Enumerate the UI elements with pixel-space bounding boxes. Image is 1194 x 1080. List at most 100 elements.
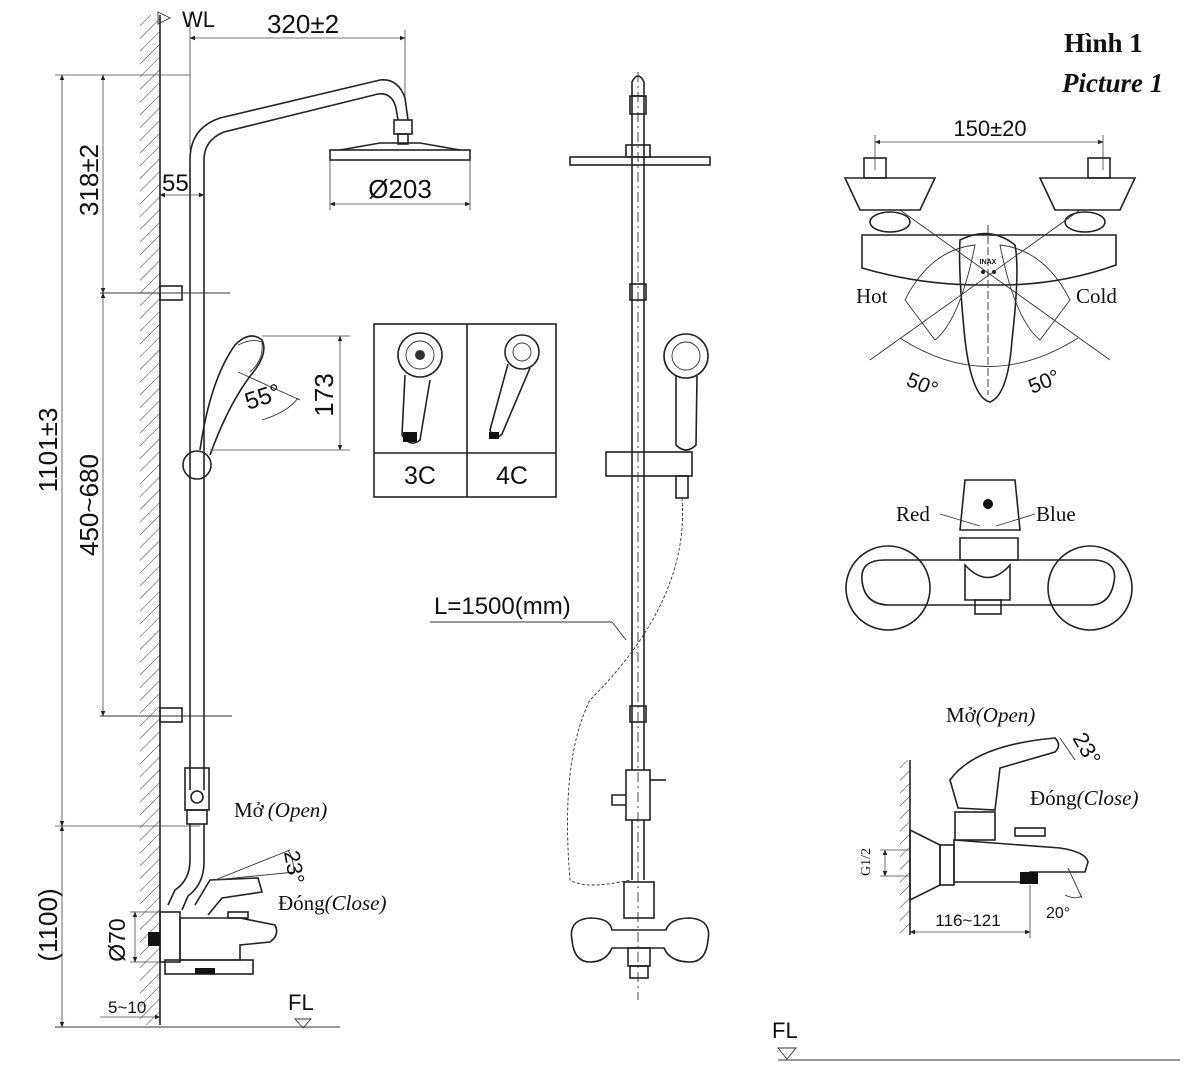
front-lower-bracket (629, 705, 647, 723)
upper-bracket (100, 285, 230, 301)
slide-holder (182, 450, 212, 480)
side-angle-line (1059, 737, 1076, 761)
figure-title: Hình 1 (1064, 28, 1143, 58)
projection: 116~121 (935, 911, 1000, 930)
side-escutcheon (909, 828, 941, 902)
lever-close-en: (Close) (325, 891, 387, 915)
wall-label: WL (182, 7, 215, 32)
side-open-en: (Open) (976, 703, 1035, 727)
option-4c-label: 4C (496, 462, 528, 490)
right-inlet-cap (1087, 157, 1111, 179)
side-close-label: Đóng(Close) (1030, 786, 1139, 810)
front-mixer-body (570, 917, 710, 963)
lower-pipe-outer (167, 824, 191, 906)
lever-close-line (214, 871, 296, 881)
lever-angle-arc (287, 849, 295, 873)
lever-open-label: Mở(Open) (234, 798, 327, 822)
top-section: 318±2 (74, 144, 104, 216)
wall-gap: 5~10 (108, 998, 146, 1017)
mixer-front-spout (964, 562, 1011, 601)
handshower-height: 173 (309, 373, 339, 416)
angle-line-right (899, 209, 1111, 361)
front-mixer-spout (627, 947, 651, 967)
inlet-spacing: 150±20 (953, 116, 1026, 141)
front-rain-head (569, 156, 711, 166)
side-aerator (1020, 872, 1038, 884)
option-3c-label: 3C (404, 462, 436, 490)
hose-length: L=1500(mm) (434, 593, 571, 620)
head-connector (393, 119, 413, 135)
mixer-body (179, 917, 278, 961)
lever-open-en: (Open) (268, 798, 327, 822)
hand-shower-face (237, 340, 263, 373)
front-head-joint (625, 144, 651, 158)
angle-line-left (869, 209, 1081, 361)
left-inlet-cap (863, 157, 887, 179)
front-view: L=1500(mm) (430, 72, 711, 1000)
head-diameter: Ø203 (368, 174, 432, 204)
side-view: WL FL 55° (33, 7, 471, 1029)
hose-leader-tip (611, 621, 627, 641)
front-diverter-outlet (611, 794, 626, 806)
thread-size: G1/2 (859, 848, 874, 876)
handshower-3c-icon (397, 332, 443, 444)
cold-label: Cold (1076, 284, 1117, 308)
slide-range: 450~680 (74, 454, 104, 556)
arm-length: 320±2 (267, 9, 339, 39)
lever-close-label: Đóng(Close) (278, 891, 387, 915)
side-open-vi: Mở (946, 703, 977, 727)
lower-pipe-inner (181, 824, 205, 911)
total-height: 1101±3 (33, 408, 63, 493)
lever-cold-ghost (999, 244, 1071, 341)
mixer-knob (227, 911, 249, 919)
mixer-side-view: 23° Mở(Open) Đóng(Close) G1/2 116~121 20… (859, 703, 1139, 938)
diverter-knob (190, 790, 204, 804)
lever-open-line (214, 849, 291, 881)
bottom-floor-label: FL (772, 1018, 798, 1043)
mixer-lever (194, 877, 264, 916)
mixer-front-indicator (983, 499, 993, 509)
wall-marker-icon (157, 11, 172, 25)
angle-cold: 50° (1025, 365, 1063, 398)
red-label: Red (896, 502, 930, 526)
front-top-cap (631, 75, 645, 97)
arm-offset: 55 (162, 170, 189, 197)
handshower-angle: 55° (242, 379, 285, 416)
spout-angle-line (1067, 867, 1083, 899)
lower-bracket (100, 707, 232, 723)
hand-shower (199, 335, 265, 456)
angle-arc (261, 397, 299, 421)
front-hose (567, 497, 684, 886)
mixer-front-aerator (974, 599, 1002, 615)
handshower-options-table: 3C 4C (373, 323, 557, 498)
front-mixer-lever (623, 881, 655, 919)
lever-dot-left (981, 270, 985, 274)
right-escutcheon (1038, 177, 1137, 211)
front-handshower-handle (675, 375, 698, 451)
rain-head-top (339, 142, 461, 151)
angle-line (237, 371, 301, 401)
top-mixer-body (861, 234, 1117, 286)
inlet-diameter: Ø70 (104, 918, 130, 961)
mixer-aerator (195, 968, 215, 974)
mixer-front-stem (959, 537, 1019, 561)
front-mixer-aerator (629, 965, 649, 979)
side-close-vi: Đóng (1030, 786, 1077, 810)
mixer-front-body (861, 559, 1116, 606)
side-lever (949, 737, 1060, 811)
red-leader (939, 513, 981, 527)
spout-angle: 20° (1046, 905, 1070, 922)
hot-label: Hot (856, 284, 888, 308)
side-nut (939, 844, 955, 886)
blue-leader (995, 513, 1036, 527)
side-wall-hatch (900, 760, 910, 935)
shower-arm-inner (203, 92, 399, 161)
front-handshower-head (663, 333, 709, 379)
lever-hot-ghost (904, 244, 976, 341)
mixer-front-lever (959, 479, 1021, 531)
front-hose-connector (675, 475, 689, 499)
floor-marker-icon (293, 1018, 313, 1029)
inset-frame (373, 323, 557, 498)
side-knob (1014, 827, 1046, 837)
